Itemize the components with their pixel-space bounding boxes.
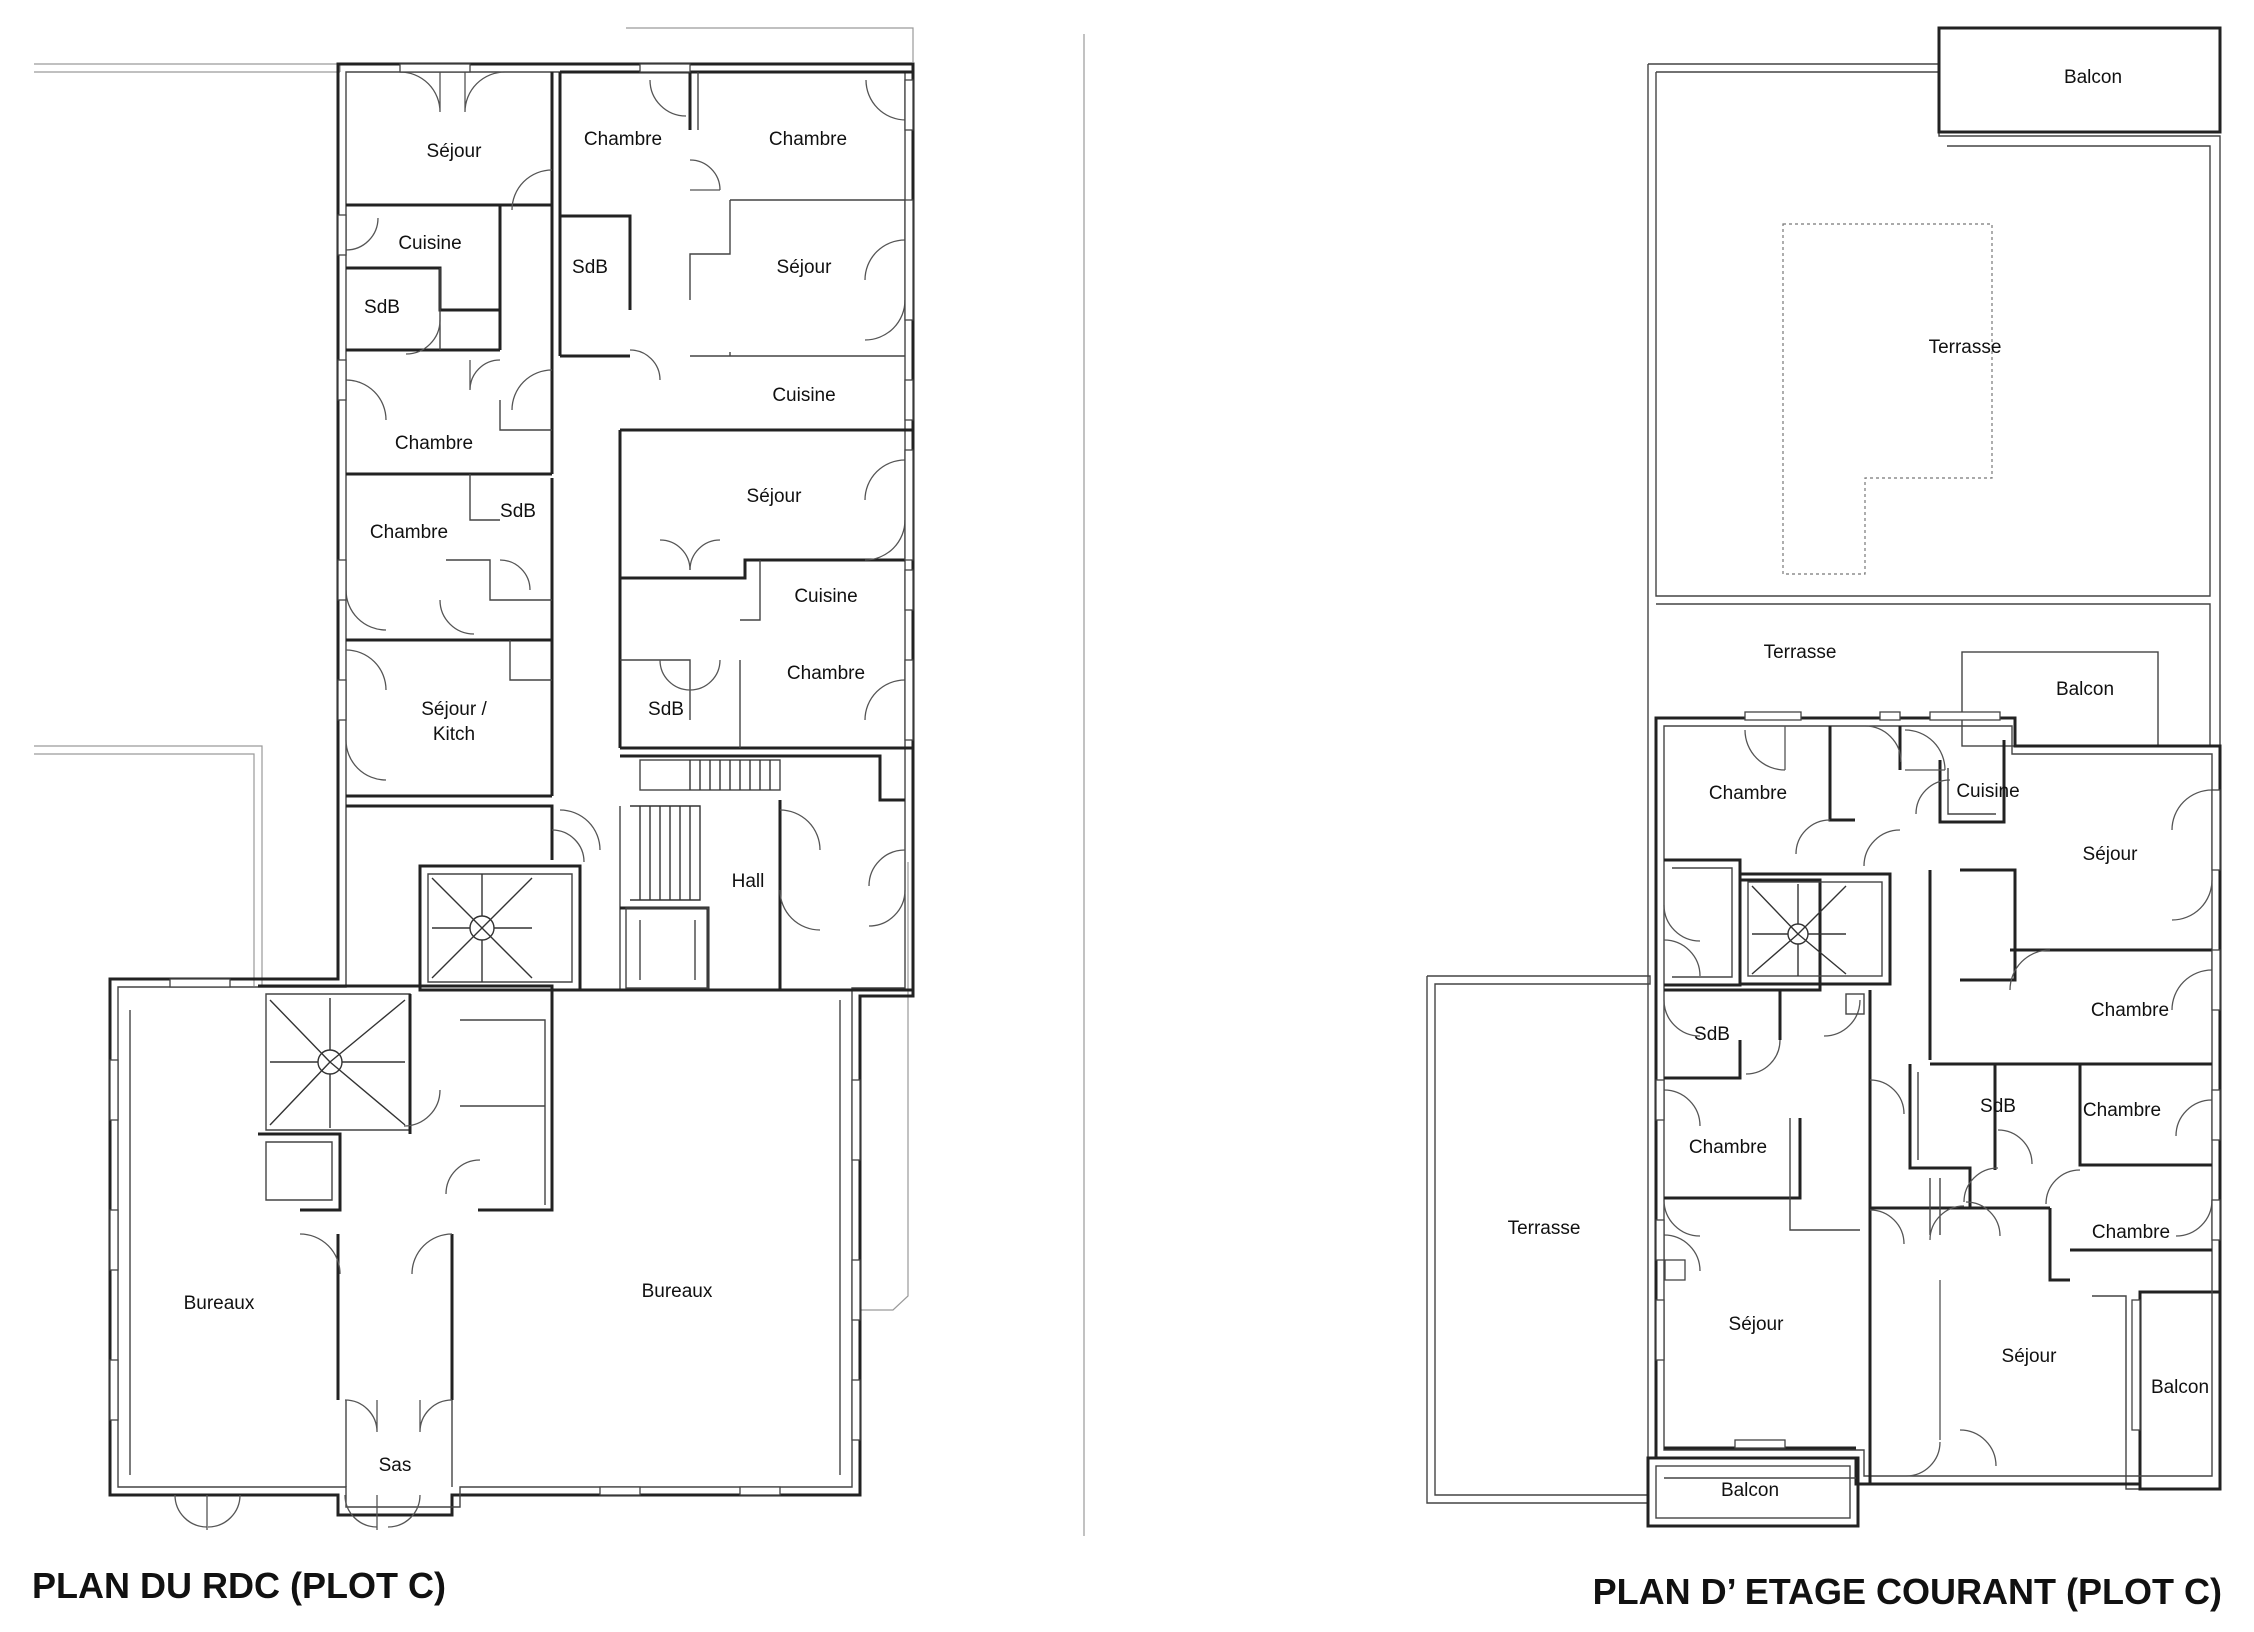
- room-label-sejour-u2: Séjour: [1729, 1314, 1785, 1335]
- room-label-balcon-right: Balcon: [2151, 1377, 2209, 1398]
- stairs: [269, 759, 781, 1128]
- room-label-balcon-top: Balcon: [2064, 67, 2122, 88]
- room-label-chambre-1: Chambre: [584, 129, 662, 150]
- plan-title-etage: PLAN D’ ETAGE COURANT (PLOT C): [1593, 1571, 2222, 1612]
- room-label-cuisine-2: Cuisine: [772, 385, 835, 406]
- room-label-bureaux-1: Bureaux: [184, 1293, 255, 1314]
- doors-upper: [1663, 725, 2213, 1477]
- room-label-sejour-u1: Séjour: [2083, 844, 2139, 865]
- room-label-cuisine-3: Cuisine: [794, 586, 857, 607]
- room-label-terrasse-left: Terrasse: [1508, 1218, 1581, 1239]
- plan-title-rdc: PLAN DU RDC (PLOT C): [32, 1565, 446, 1606]
- room-label-balcon-bottom: Balcon: [1721, 1480, 1779, 1501]
- room-label-chambre-4: Chambre: [370, 522, 448, 543]
- typical-floor-plan: Balcon Terrasse Terrasse Balcon Chambre …: [1426, 26, 2222, 1612]
- room-label-chambre-5: Chambre: [787, 663, 865, 684]
- room-label-sejour-u3: Séjour: [2002, 1346, 2058, 1367]
- room-label-sejour-kitch-line1: Séjour /: [421, 699, 487, 720]
- room-label-terrasse-mid: Terrasse: [1764, 642, 1837, 663]
- room-label-cuisine-1: Cuisine: [398, 233, 461, 254]
- ground-floor-plan: Séjour Chambre Chambre Cuisine SdB Séjou…: [32, 27, 1085, 1606]
- room-label-sas: Sas: [379, 1455, 412, 1476]
- site-context-lines: [34, 27, 1085, 1536]
- room-label-sejour-3: Séjour: [747, 486, 803, 507]
- terrace-outlines: [1426, 26, 2222, 1528]
- room-label-chambre-u1: Chambre: [1709, 783, 1787, 804]
- room-label-sejour-2: Séjour: [777, 257, 833, 278]
- room-label-sdb-4: SdB: [648, 699, 684, 720]
- exterior-walls-upper: [1654, 716, 2222, 1491]
- room-label-chambre-u2: Chambre: [2091, 1000, 2169, 1021]
- room-label-balcon-mid: Balcon: [2056, 679, 2114, 700]
- room-label-hall: Hall: [732, 871, 765, 892]
- room-label-chambre-u3: Chambre: [2083, 1100, 2161, 1121]
- room-label-sdb-3: SdB: [500, 501, 536, 522]
- windows-upper: [1655, 711, 2221, 1449]
- interior-walls-upper: [1664, 726, 2212, 1484]
- room-label-bureaux-2: Bureaux: [642, 1281, 713, 1302]
- room-label-sdb-2: SdB: [364, 297, 400, 318]
- room-label-chambre-u4: Chambre: [1689, 1137, 1767, 1158]
- straight-stair: [625, 759, 781, 989]
- room-label-sejour-kitch-line2: Kitch: [433, 724, 475, 745]
- spiral-stair-lower: [269, 998, 406, 1128]
- room-label-cuisine-u1: Cuisine: [1956, 781, 2019, 802]
- room-label-sejour-1: Séjour: [427, 141, 483, 162]
- doors: [174, 71, 907, 1530]
- room-label-chambre-2: Chambre: [769, 129, 847, 150]
- windows: [109, 63, 914, 1496]
- room-label-sdb-1: SdB: [572, 257, 608, 278]
- room-label-chambre-u5: Chambre: [2092, 1222, 2170, 1243]
- room-label-terrasse-top: Terrasse: [1929, 337, 2002, 358]
- spiral-stair-upper-floor: [1738, 872, 1892, 1015]
- interior-walls: [129, 70, 913, 1487]
- room-label-chambre-3: Chambre: [395, 433, 473, 454]
- spiral-stair-upper: [431, 874, 533, 982]
- exterior-walls: [108, 62, 915, 1517]
- room-label-sdb-u2: SdB: [1980, 1096, 2016, 1117]
- room-label-sdb-u1: SdB: [1694, 1024, 1730, 1045]
